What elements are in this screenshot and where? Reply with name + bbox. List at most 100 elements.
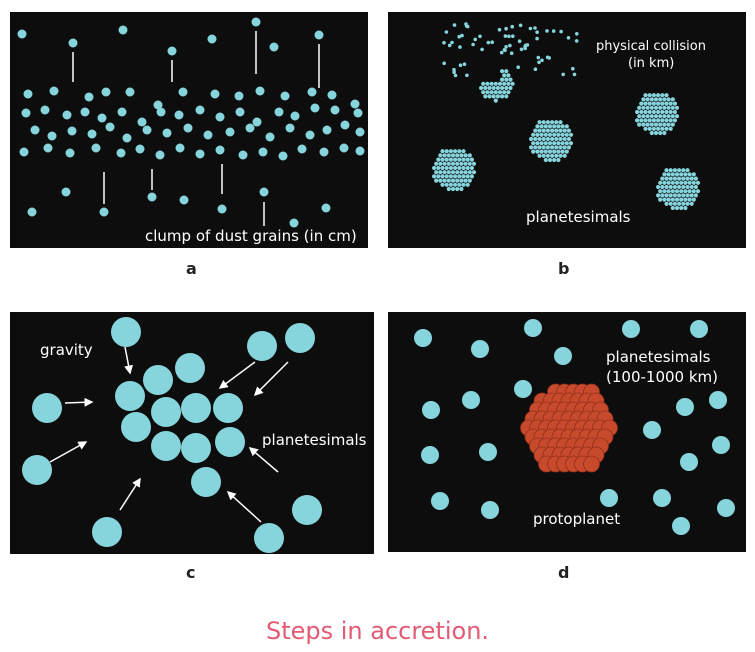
grain — [554, 120, 559, 125]
grain — [438, 161, 443, 166]
grain — [647, 118, 652, 123]
grain — [670, 105, 675, 110]
planetesimal — [414, 329, 432, 347]
grain — [664, 184, 669, 190]
grain — [554, 153, 559, 158]
grain — [689, 201, 694, 206]
grain — [683, 189, 688, 194]
grain — [453, 165, 458, 171]
grain — [645, 122, 650, 127]
dust-grain — [307, 87, 317, 97]
grain — [531, 132, 536, 137]
dust-grain — [280, 91, 290, 101]
dust-grain — [162, 128, 172, 138]
grain — [677, 176, 682, 181]
grain — [681, 176, 686, 181]
grain — [660, 126, 665, 131]
planetesimal — [285, 323, 315, 353]
dust-grain — [118, 25, 128, 35]
dust-grain — [91, 143, 101, 153]
dust-grain — [137, 117, 147, 127]
grain — [500, 94, 505, 99]
planetesimal — [524, 319, 542, 337]
grain — [656, 93, 661, 98]
grain — [497, 90, 503, 95]
grain — [502, 73, 507, 78]
grain — [674, 189, 680, 194]
gravity-arrow — [119, 477, 141, 511]
grain — [465, 73, 469, 78]
grain — [658, 197, 663, 202]
dust-grains — [17, 17, 365, 228]
dust-grain — [314, 30, 324, 40]
grain — [550, 153, 555, 158]
grain — [693, 193, 698, 198]
grain — [668, 101, 673, 106]
grain — [649, 105, 654, 110]
dust-grain — [174, 110, 184, 120]
grain — [674, 180, 680, 185]
grain — [566, 36, 571, 40]
grain — [469, 174, 474, 179]
grain — [465, 157, 470, 162]
grain — [446, 153, 451, 158]
panel-b-label: b — [558, 259, 570, 278]
planetesimal — [181, 393, 211, 423]
planetesimals — [22, 317, 322, 553]
grain — [446, 186, 451, 192]
panel-b-illustration: physical collision (in km) planetesimals — [432, 22, 706, 226]
grain — [508, 85, 513, 91]
dust-grain — [340, 120, 350, 130]
gravity-arrow — [226, 490, 262, 523]
grain — [568, 141, 574, 146]
grain — [683, 180, 688, 185]
grain — [564, 132, 569, 137]
grain — [666, 189, 671, 194]
dust-grain — [297, 144, 307, 154]
dust-grain — [234, 91, 244, 101]
grain — [672, 184, 677, 190]
grain — [666, 180, 671, 185]
grain — [432, 174, 437, 179]
grain — [500, 85, 505, 91]
dust-grain — [122, 133, 132, 143]
grain — [459, 170, 464, 175]
grain — [493, 98, 498, 103]
grain — [440, 157, 445, 162]
grain — [547, 149, 553, 154]
grain — [560, 124, 565, 129]
grain — [481, 81, 486, 86]
grain — [562, 145, 567, 150]
grain — [446, 178, 451, 183]
dust-grain — [195, 149, 205, 159]
dust-grain — [252, 117, 262, 127]
grain — [643, 101, 648, 106]
grain — [490, 40, 494, 44]
grain — [457, 182, 462, 187]
dust-grain — [339, 143, 349, 153]
panel-a-annotation: clump of dust grains (in cm) — [145, 227, 357, 245]
grain — [543, 124, 548, 129]
grain — [668, 176, 673, 181]
grain — [668, 118, 673, 123]
grain — [641, 105, 646, 110]
grain — [689, 184, 694, 190]
grain — [679, 180, 684, 185]
grain — [664, 176, 669, 181]
dust-grain — [153, 100, 163, 110]
grain — [537, 153, 542, 158]
grain — [695, 189, 701, 194]
grain — [535, 132, 540, 137]
grain — [560, 132, 565, 137]
grain — [491, 85, 496, 91]
grain — [495, 94, 500, 99]
grain — [641, 122, 646, 127]
grain — [550, 128, 555, 133]
grain — [649, 114, 654, 119]
grain — [666, 114, 671, 119]
planetesimal — [481, 501, 499, 519]
panel-d-label: d — [558, 563, 570, 582]
grain — [658, 130, 663, 136]
panel-b-annotation-planetesimals: planetesimals — [526, 208, 631, 226]
grain — [450, 170, 456, 175]
